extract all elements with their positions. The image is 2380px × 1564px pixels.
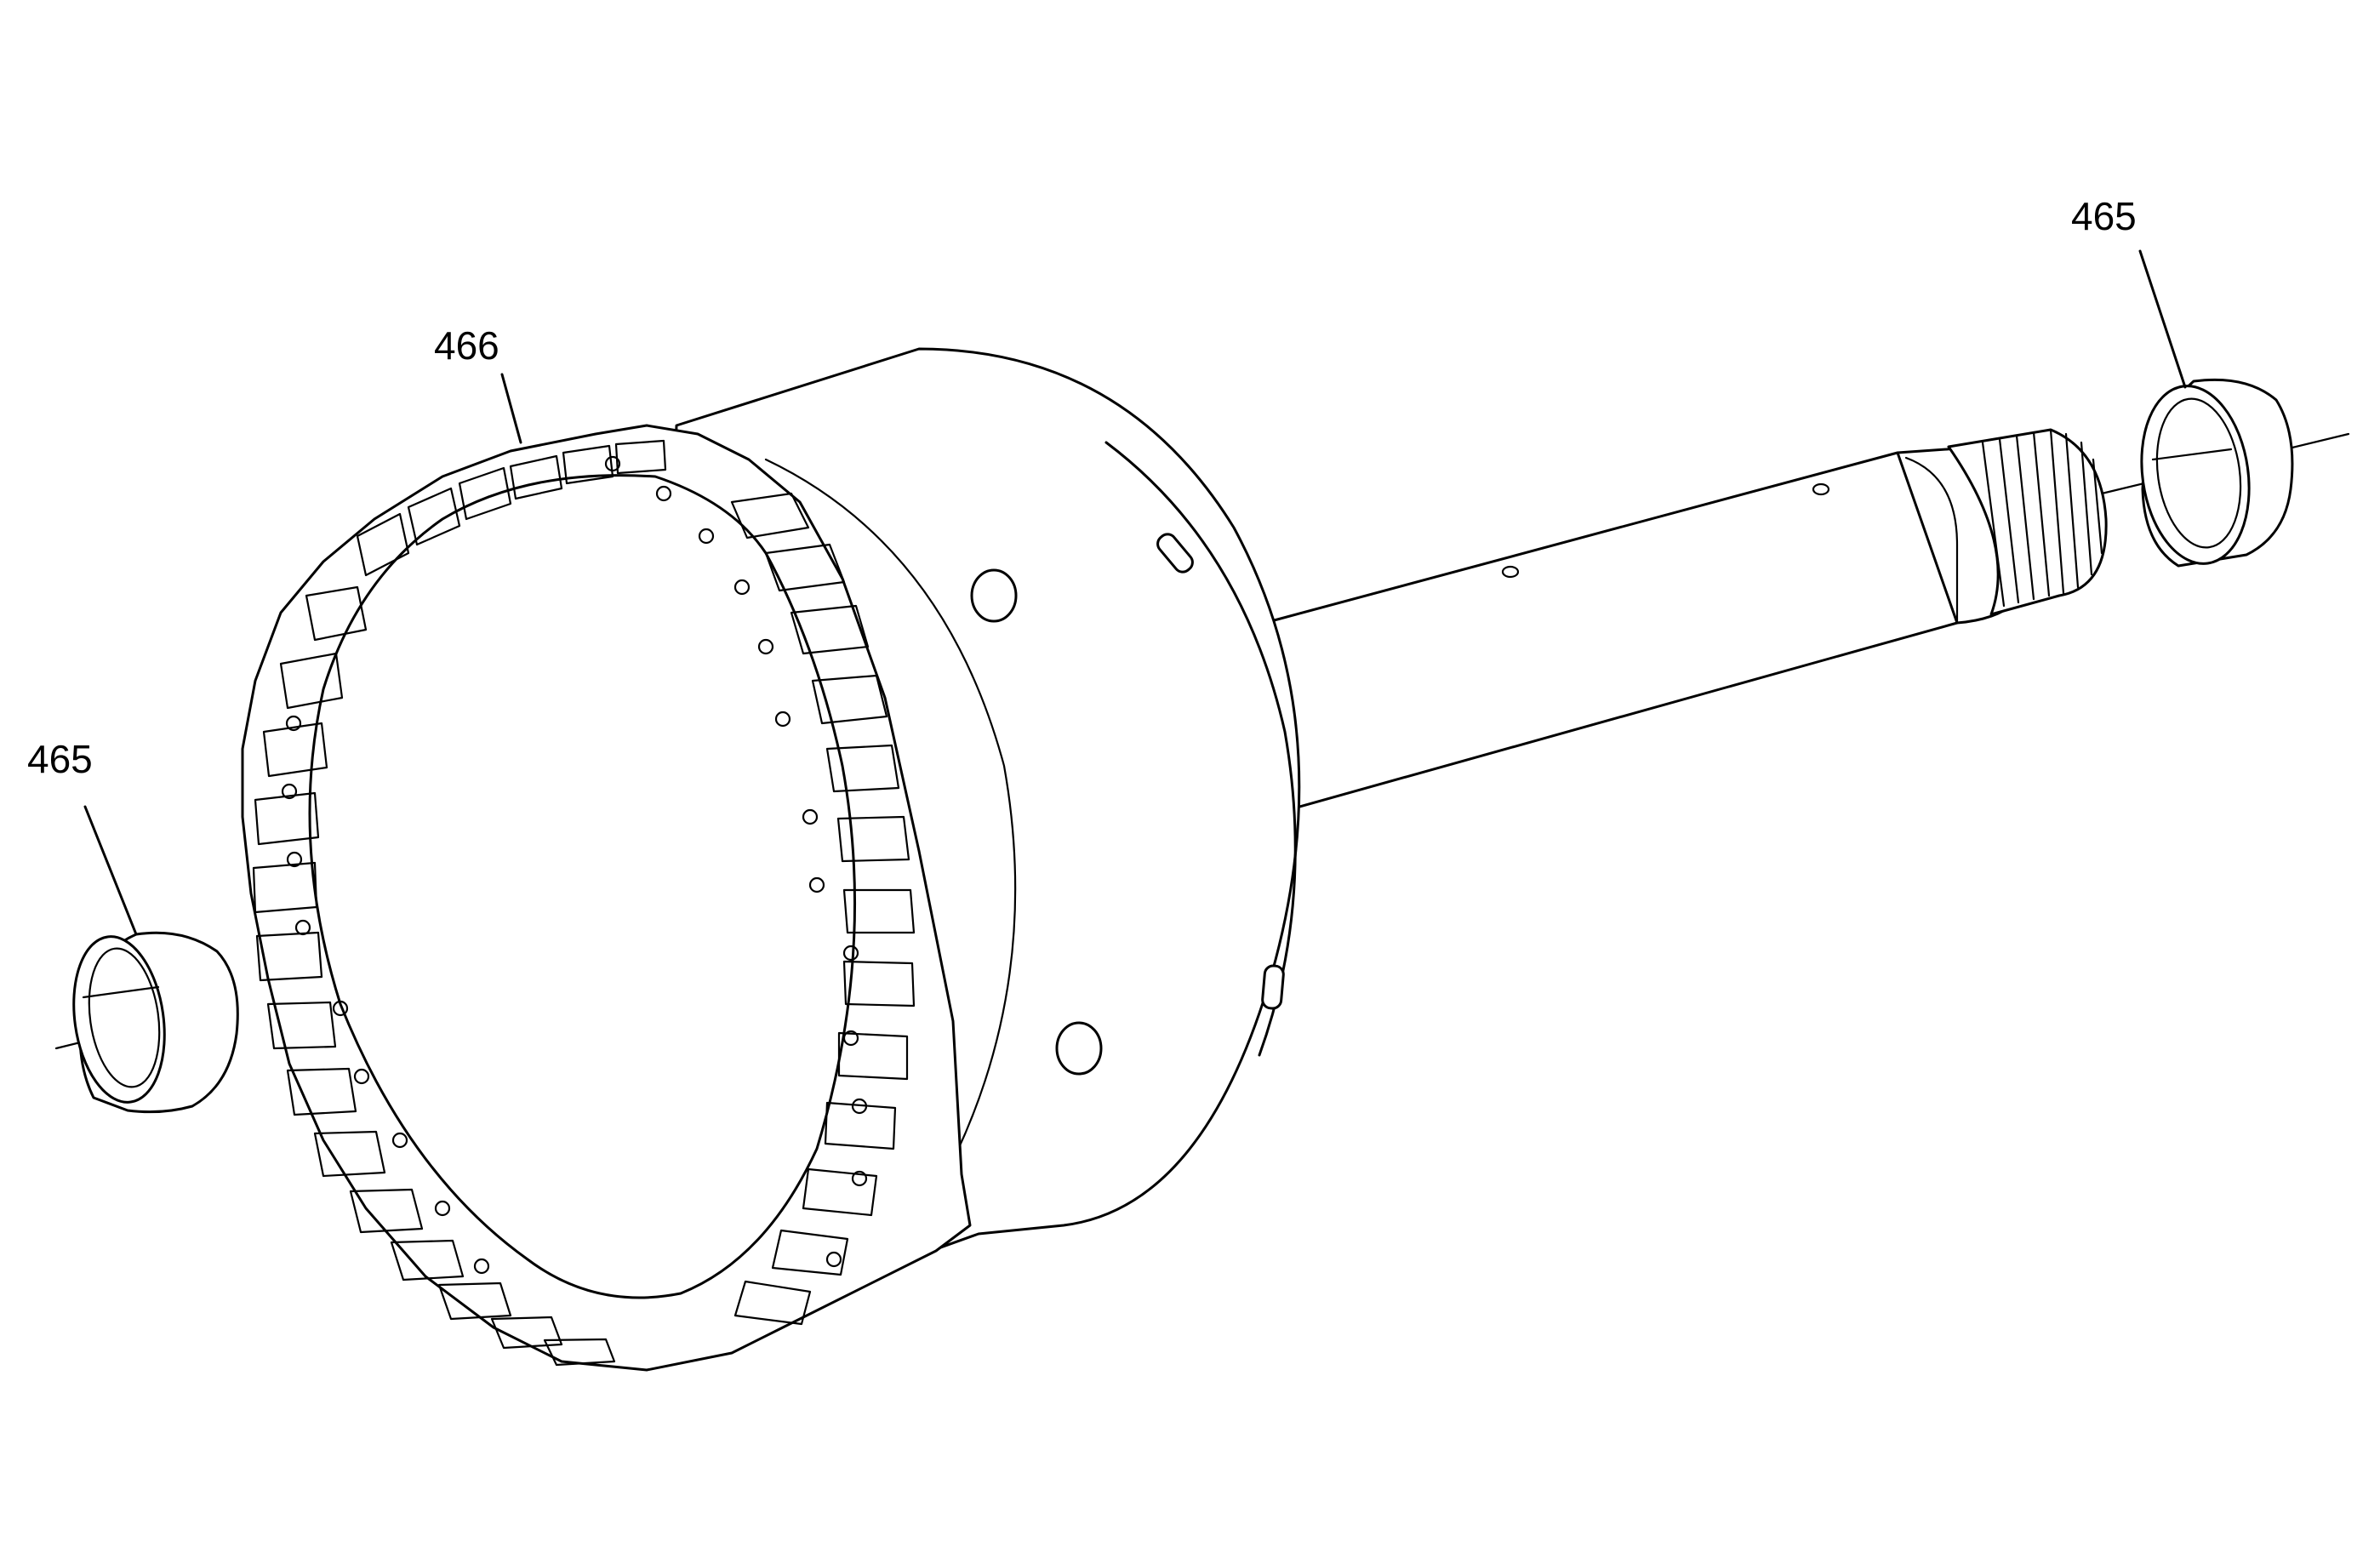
housing-hole (970, 568, 1018, 623)
ring-teeth (252, 585, 616, 1367)
housing-hole (1055, 1021, 1103, 1076)
oil-hole (1812, 482, 1830, 496)
shaft-splines (1981, 428, 2103, 608)
ring-teeth-inner (730, 492, 916, 1326)
tooth-holes (281, 455, 868, 1275)
callout-label-housing: 466 (434, 323, 499, 368)
callout-label-bushing-front: 465 (27, 737, 93, 781)
bushing-front (72, 931, 239, 1114)
flange-slot (1156, 533, 1194, 574)
flange-slot (1261, 964, 1285, 1010)
leader-lines (83, 249, 2187, 936)
clutch-spline-ring (241, 424, 972, 1372)
input-shaft (1253, 428, 2108, 810)
oil-hole (1501, 565, 1520, 579)
ring-teeth-top (356, 439, 667, 577)
callout-label-bushing-rear: 465 (2071, 194, 2137, 238)
bushing-rear (2140, 378, 2294, 568)
